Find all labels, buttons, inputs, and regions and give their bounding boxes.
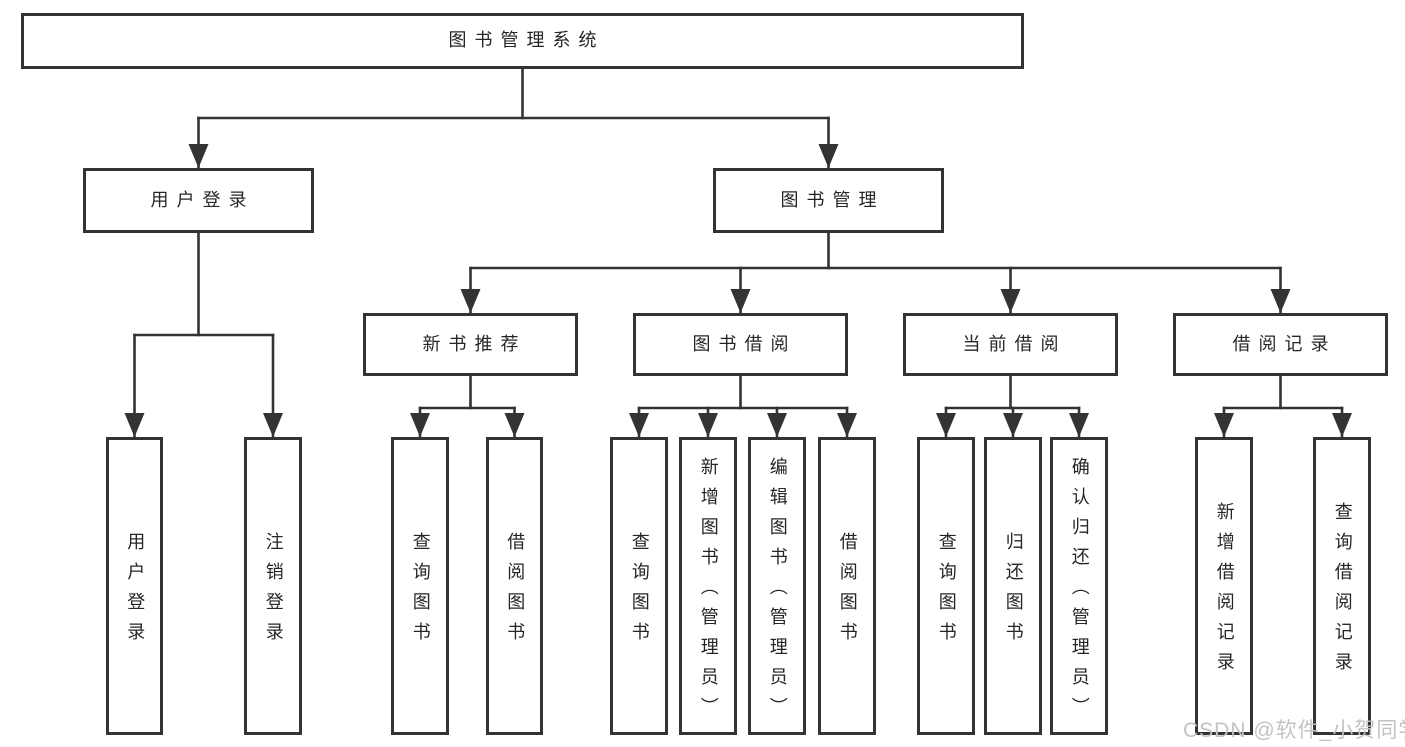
connector-borrow-record-children bbox=[1214, 374, 1352, 439]
leaf-logout: 注销登录 bbox=[244, 437, 302, 735]
node-new-book-rec: 新书推荐 bbox=[363, 313, 578, 376]
leaf-current-return-books: 归还图书 bbox=[984, 437, 1042, 735]
leaf-newrec-query-books: 查询图书 bbox=[391, 437, 449, 735]
connector-current-borrow-children bbox=[936, 374, 1089, 439]
leaf-newrec-borrow-books: 借阅图书 bbox=[486, 437, 543, 735]
connector-root-children bbox=[188, 67, 839, 170]
connector-new-book-rec-children bbox=[410, 374, 525, 439]
node-user-login: 用户登录 bbox=[83, 168, 314, 233]
leaf-record-add: 新增借阅记录 bbox=[1195, 437, 1253, 735]
leaf-borrow-add-books: 新增图书（管理员） bbox=[679, 437, 737, 735]
node-borrow-record: 借阅记录 bbox=[1173, 313, 1388, 376]
leaf-current-confirm-return: 确认归还（管理员） bbox=[1050, 437, 1108, 735]
connector-user-login-children bbox=[124, 231, 283, 439]
connector-book-mgmt-children bbox=[460, 231, 1291, 315]
leaf-borrow-query-books: 查询图书 bbox=[610, 437, 668, 735]
watermark: CSDN @软件_小贺同学 bbox=[1183, 719, 1405, 742]
leaf-current-query-books: 查询图书 bbox=[917, 437, 975, 735]
node-current-borrow: 当前借阅 bbox=[903, 313, 1118, 376]
node-book-borrow: 图书借阅 bbox=[633, 313, 848, 376]
leaf-record-query: 查询借阅记录 bbox=[1313, 437, 1371, 735]
connector-book-borrow-children bbox=[629, 374, 857, 439]
leaf-user-login: 用户登录 bbox=[106, 437, 163, 735]
node-book-mgmt: 图书管理 bbox=[713, 168, 944, 233]
leaf-borrow-edit-books: 编辑图书（管理员） bbox=[748, 437, 806, 735]
node-root: 图书管理系统 bbox=[21, 13, 1024, 69]
leaf-borrow-borrow-books: 借阅图书 bbox=[818, 437, 876, 735]
